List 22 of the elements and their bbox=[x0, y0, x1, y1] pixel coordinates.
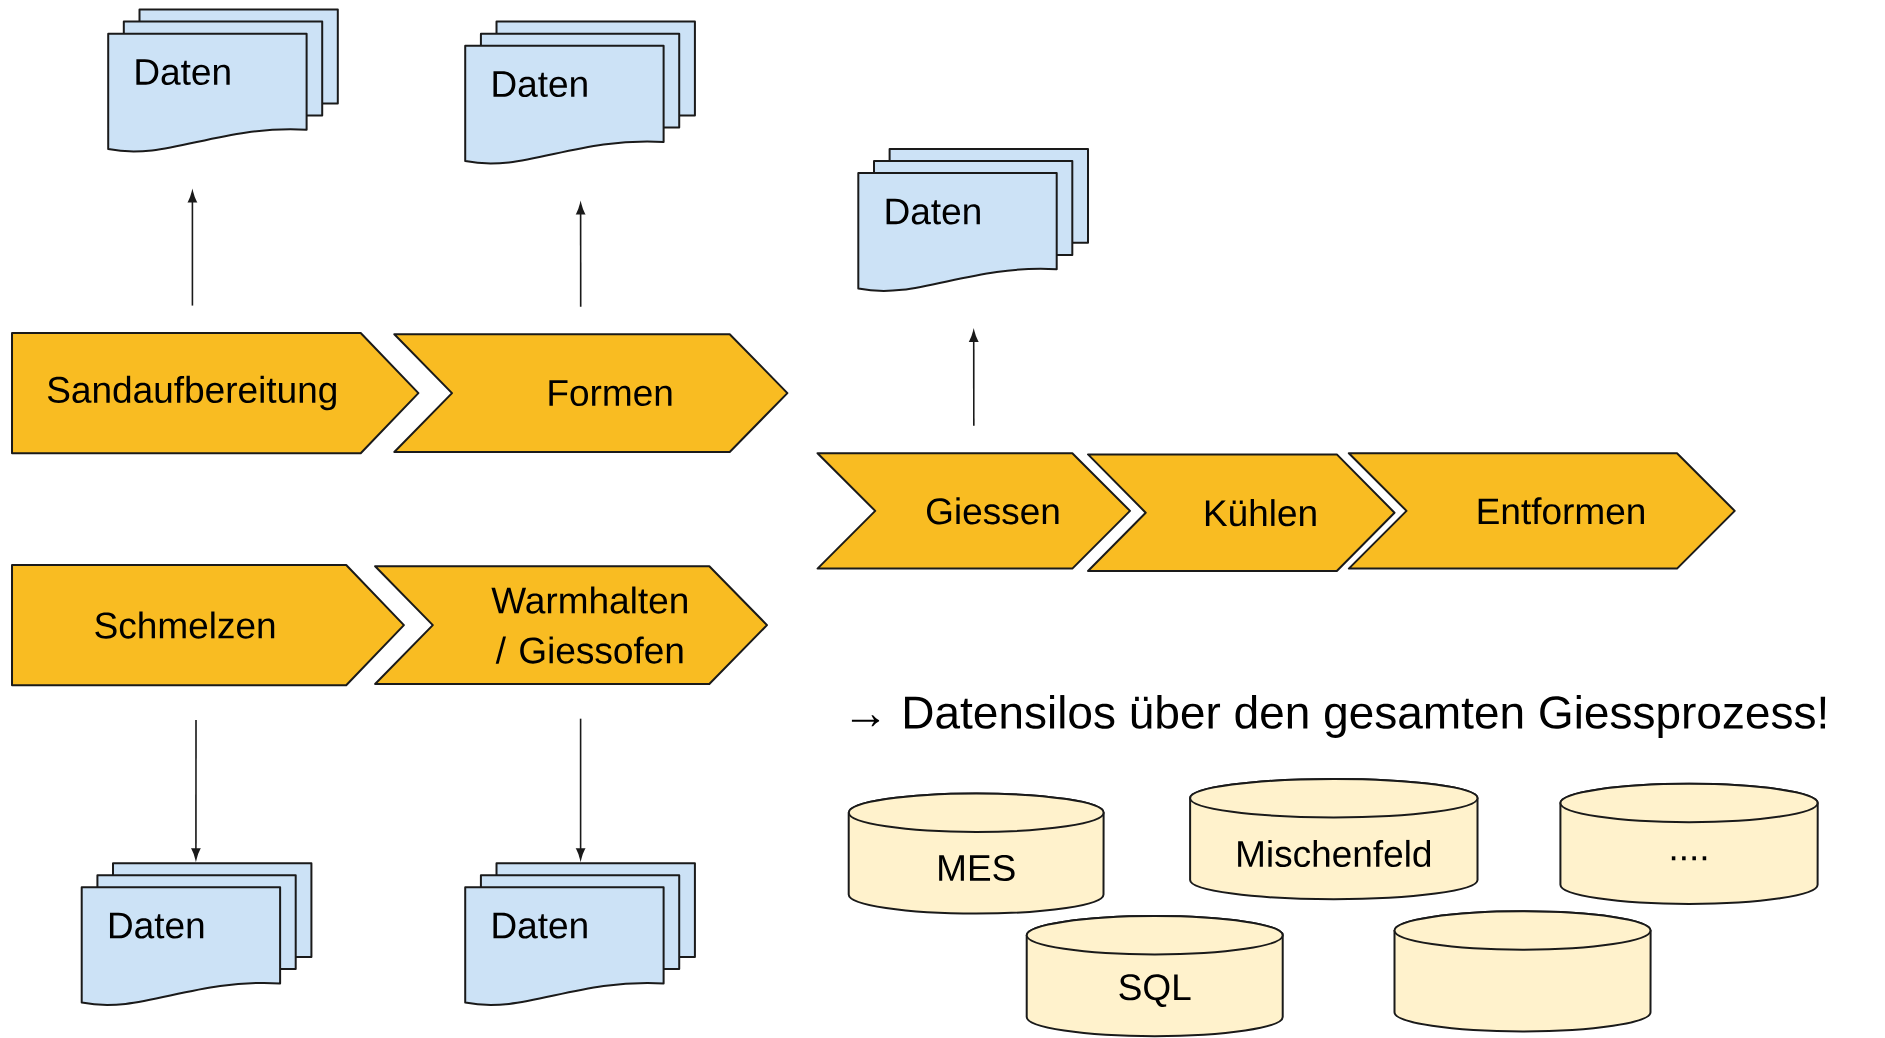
document-stack: Daten bbox=[464, 20, 696, 165]
process-step: Warmhalten / Giessofen bbox=[374, 565, 768, 685]
process-step: Kühlen bbox=[1087, 453, 1396, 572]
process-step: Giessen bbox=[816, 452, 1131, 570]
process-step: Formen bbox=[393, 333, 789, 453]
process-step: Schmelzen bbox=[11, 564, 405, 687]
document-stack: Daten bbox=[80, 862, 313, 1006]
note-text: → Datensilos über den gesamten Giessprozess! bbox=[851, 695, 1826, 738]
arrow bbox=[576, 717, 586, 860]
document-stack: Daten bbox=[857, 148, 1089, 292]
database-cylinder: .... bbox=[1559, 782, 1819, 905]
document-stack: Daten bbox=[464, 862, 696, 1006]
process-step: Sandaufbereitung bbox=[11, 332, 420, 455]
process-step: Entformen bbox=[1347, 452, 1736, 570]
arrow bbox=[969, 330, 979, 427]
arrow bbox=[187, 191, 197, 307]
database-cylinder bbox=[1393, 910, 1652, 1033]
arrow bbox=[576, 203, 586, 308]
database-cylinder: SQL bbox=[1025, 915, 1284, 1038]
database-cylinder: Mischenfeld bbox=[1189, 778, 1479, 901]
document-stack: Daten bbox=[107, 8, 339, 153]
arrow bbox=[191, 719, 201, 860]
